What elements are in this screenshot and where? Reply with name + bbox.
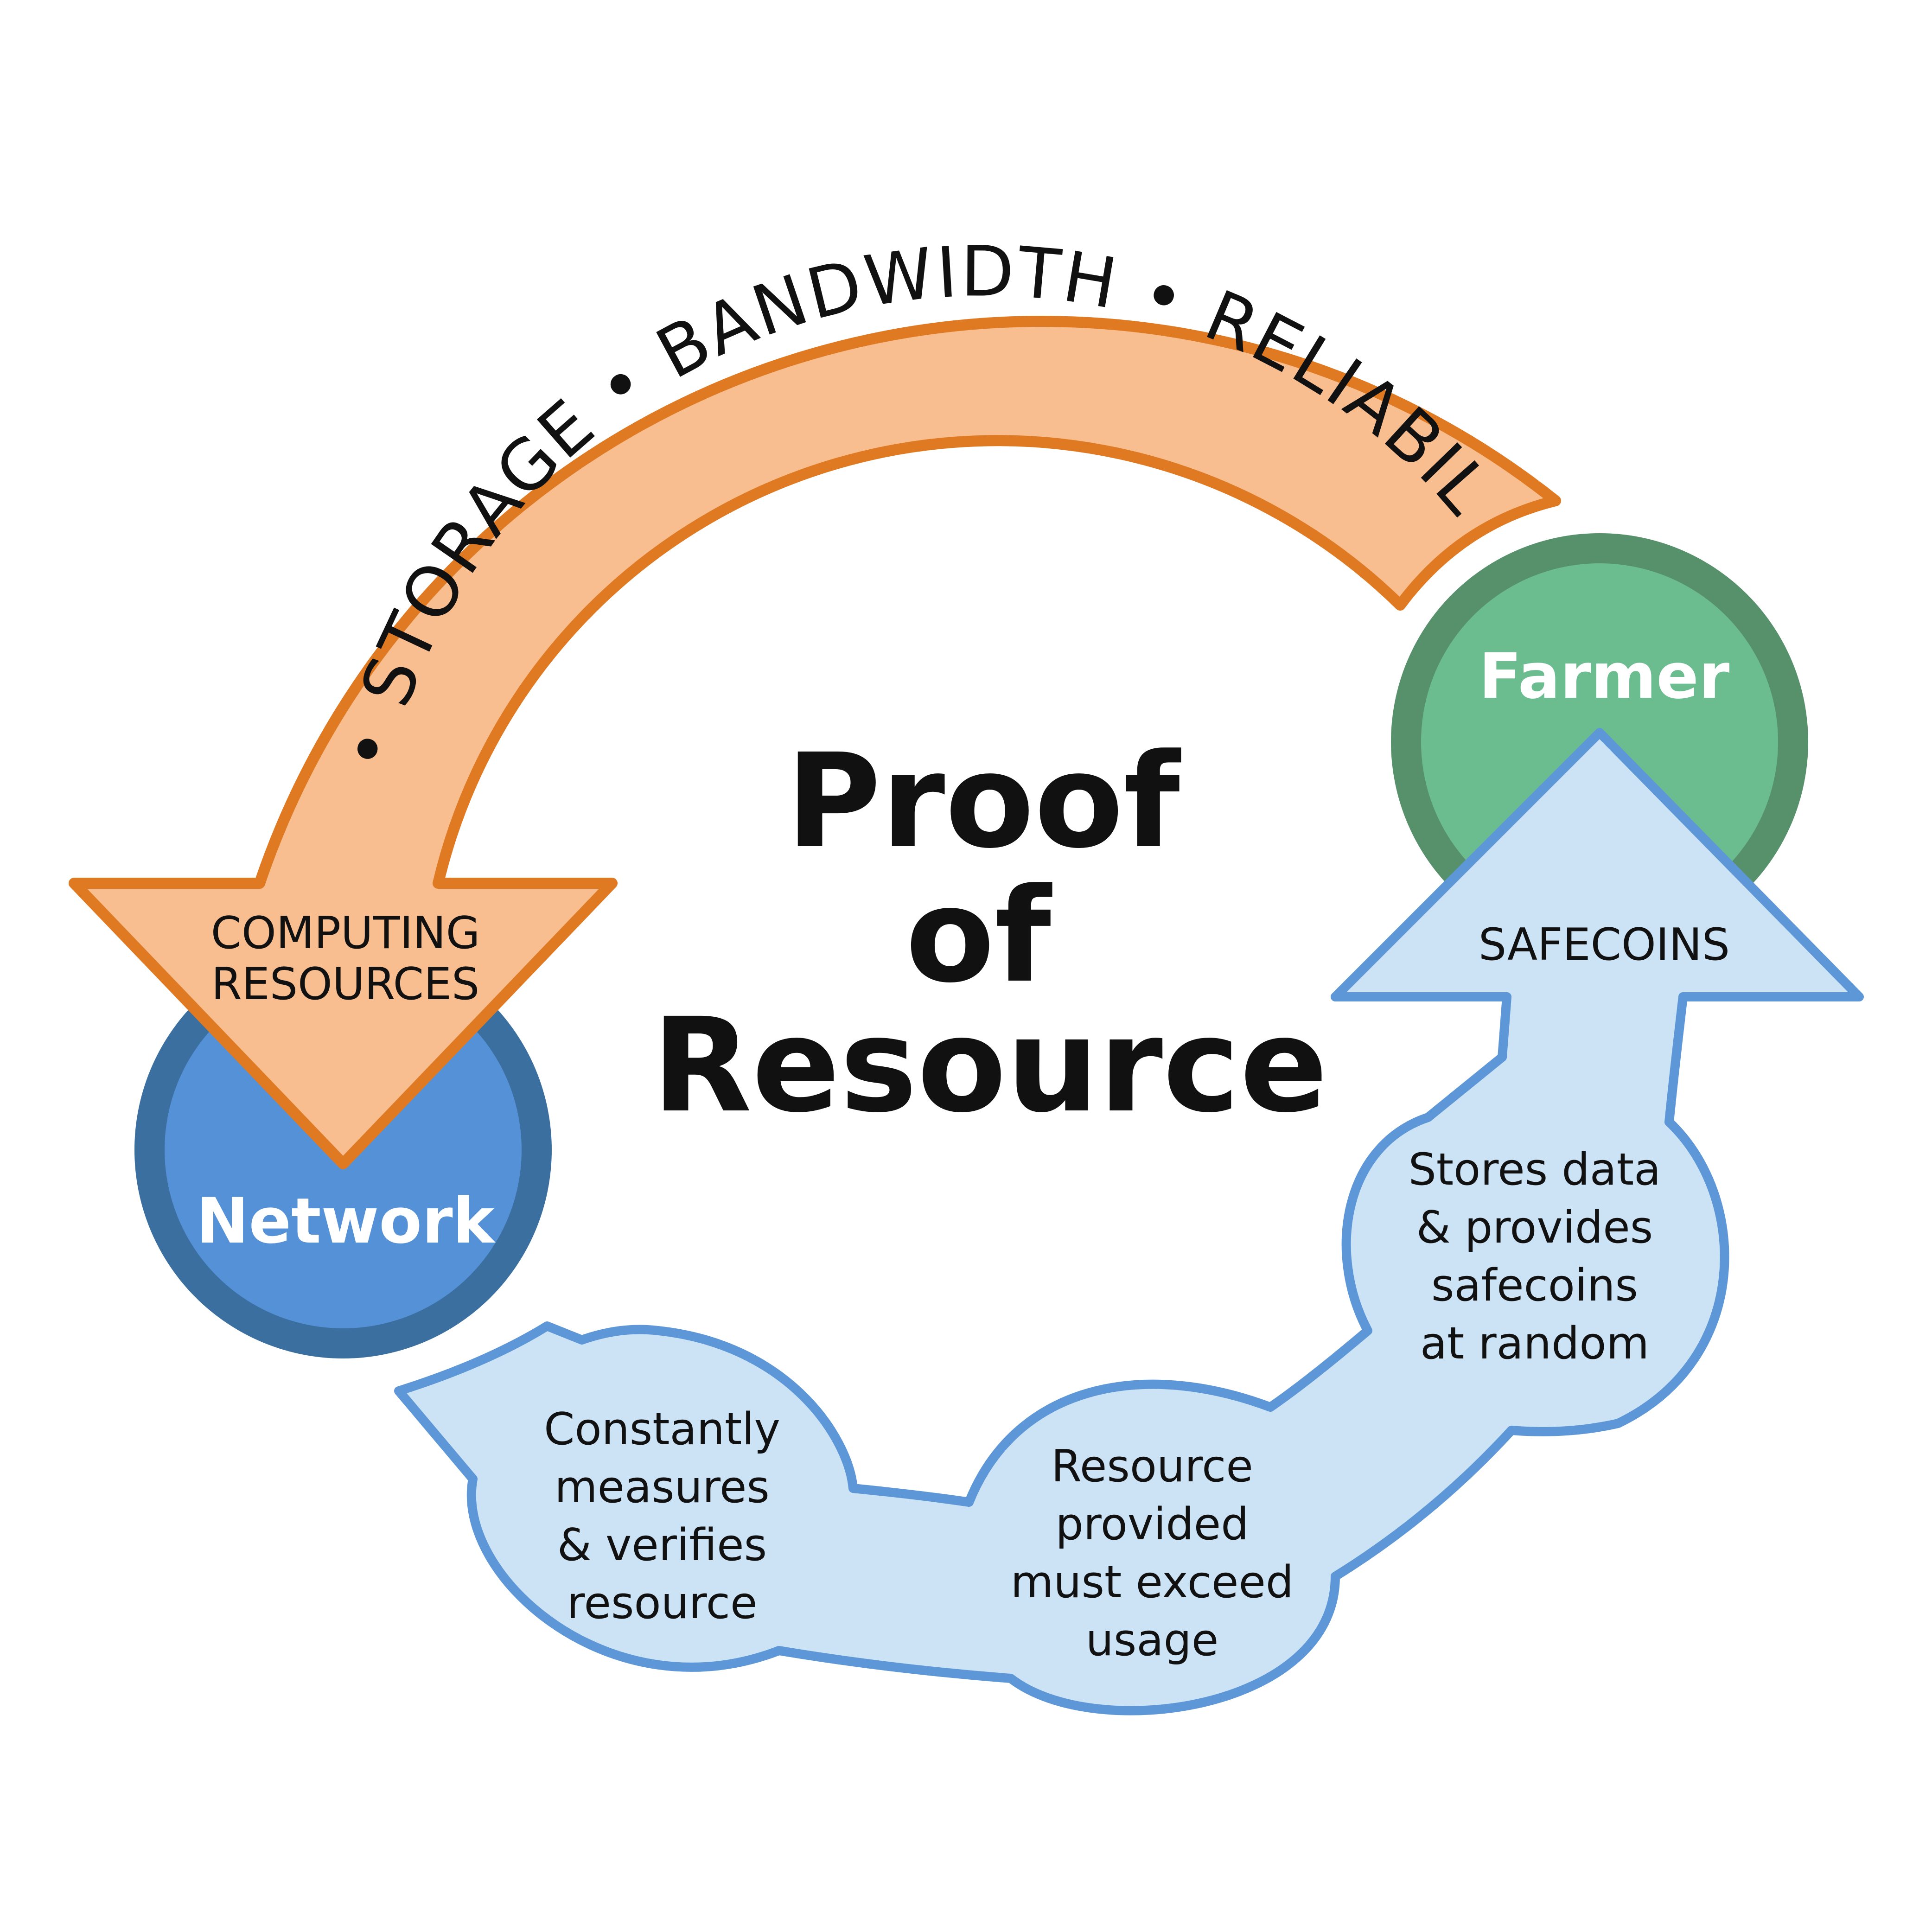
step-measures-line1: Constantly (544, 1404, 780, 1455)
step-stores-data-line4: at random (1420, 1318, 1649, 1369)
step-measures-verifies: Constantly measures & verifies resource (544, 1404, 780, 1629)
step-measures-line4: resource (567, 1578, 758, 1629)
farmer-label: Farmer (1479, 640, 1730, 713)
step-resource-line2: provided (1055, 1499, 1249, 1550)
title-line-resource: Resource (652, 990, 1328, 1141)
step-stores-data-line1: Stores data (1409, 1144, 1661, 1195)
step-resource-line1: Resource (1051, 1441, 1253, 1492)
step-stores-data-line2: & provides (1416, 1202, 1653, 1253)
computing-resources-label-line2: RESOURCES (211, 959, 480, 1010)
safecoins-label: SAFECOINS (1479, 919, 1730, 970)
diagram-title: Proof of Resource (652, 726, 1328, 1141)
title-line-of: of (905, 861, 1053, 1012)
step-measures-line2: measures (555, 1462, 770, 1513)
step-resource-line3: must exceed (1011, 1557, 1294, 1608)
computing-resources-arrow (69, 316, 1561, 1169)
computing-resources-label-line1: COMPUTING (211, 908, 480, 959)
step-measures-line3: & verifies (557, 1520, 767, 1571)
network-label: Network (197, 1185, 496, 1257)
step-resource-exceeds-usage: Resource provided must exceed usage (1011, 1441, 1294, 1666)
safecoins-arrow (394, 728, 1864, 1715)
step-stores-data-line3: safecoins (1431, 1260, 1638, 1311)
title-line-proof: Proof (786, 726, 1182, 877)
step-resource-line4: usage (1086, 1615, 1219, 1666)
step-stores-data: Stores data & provides safecoins at rand… (1409, 1144, 1661, 1369)
